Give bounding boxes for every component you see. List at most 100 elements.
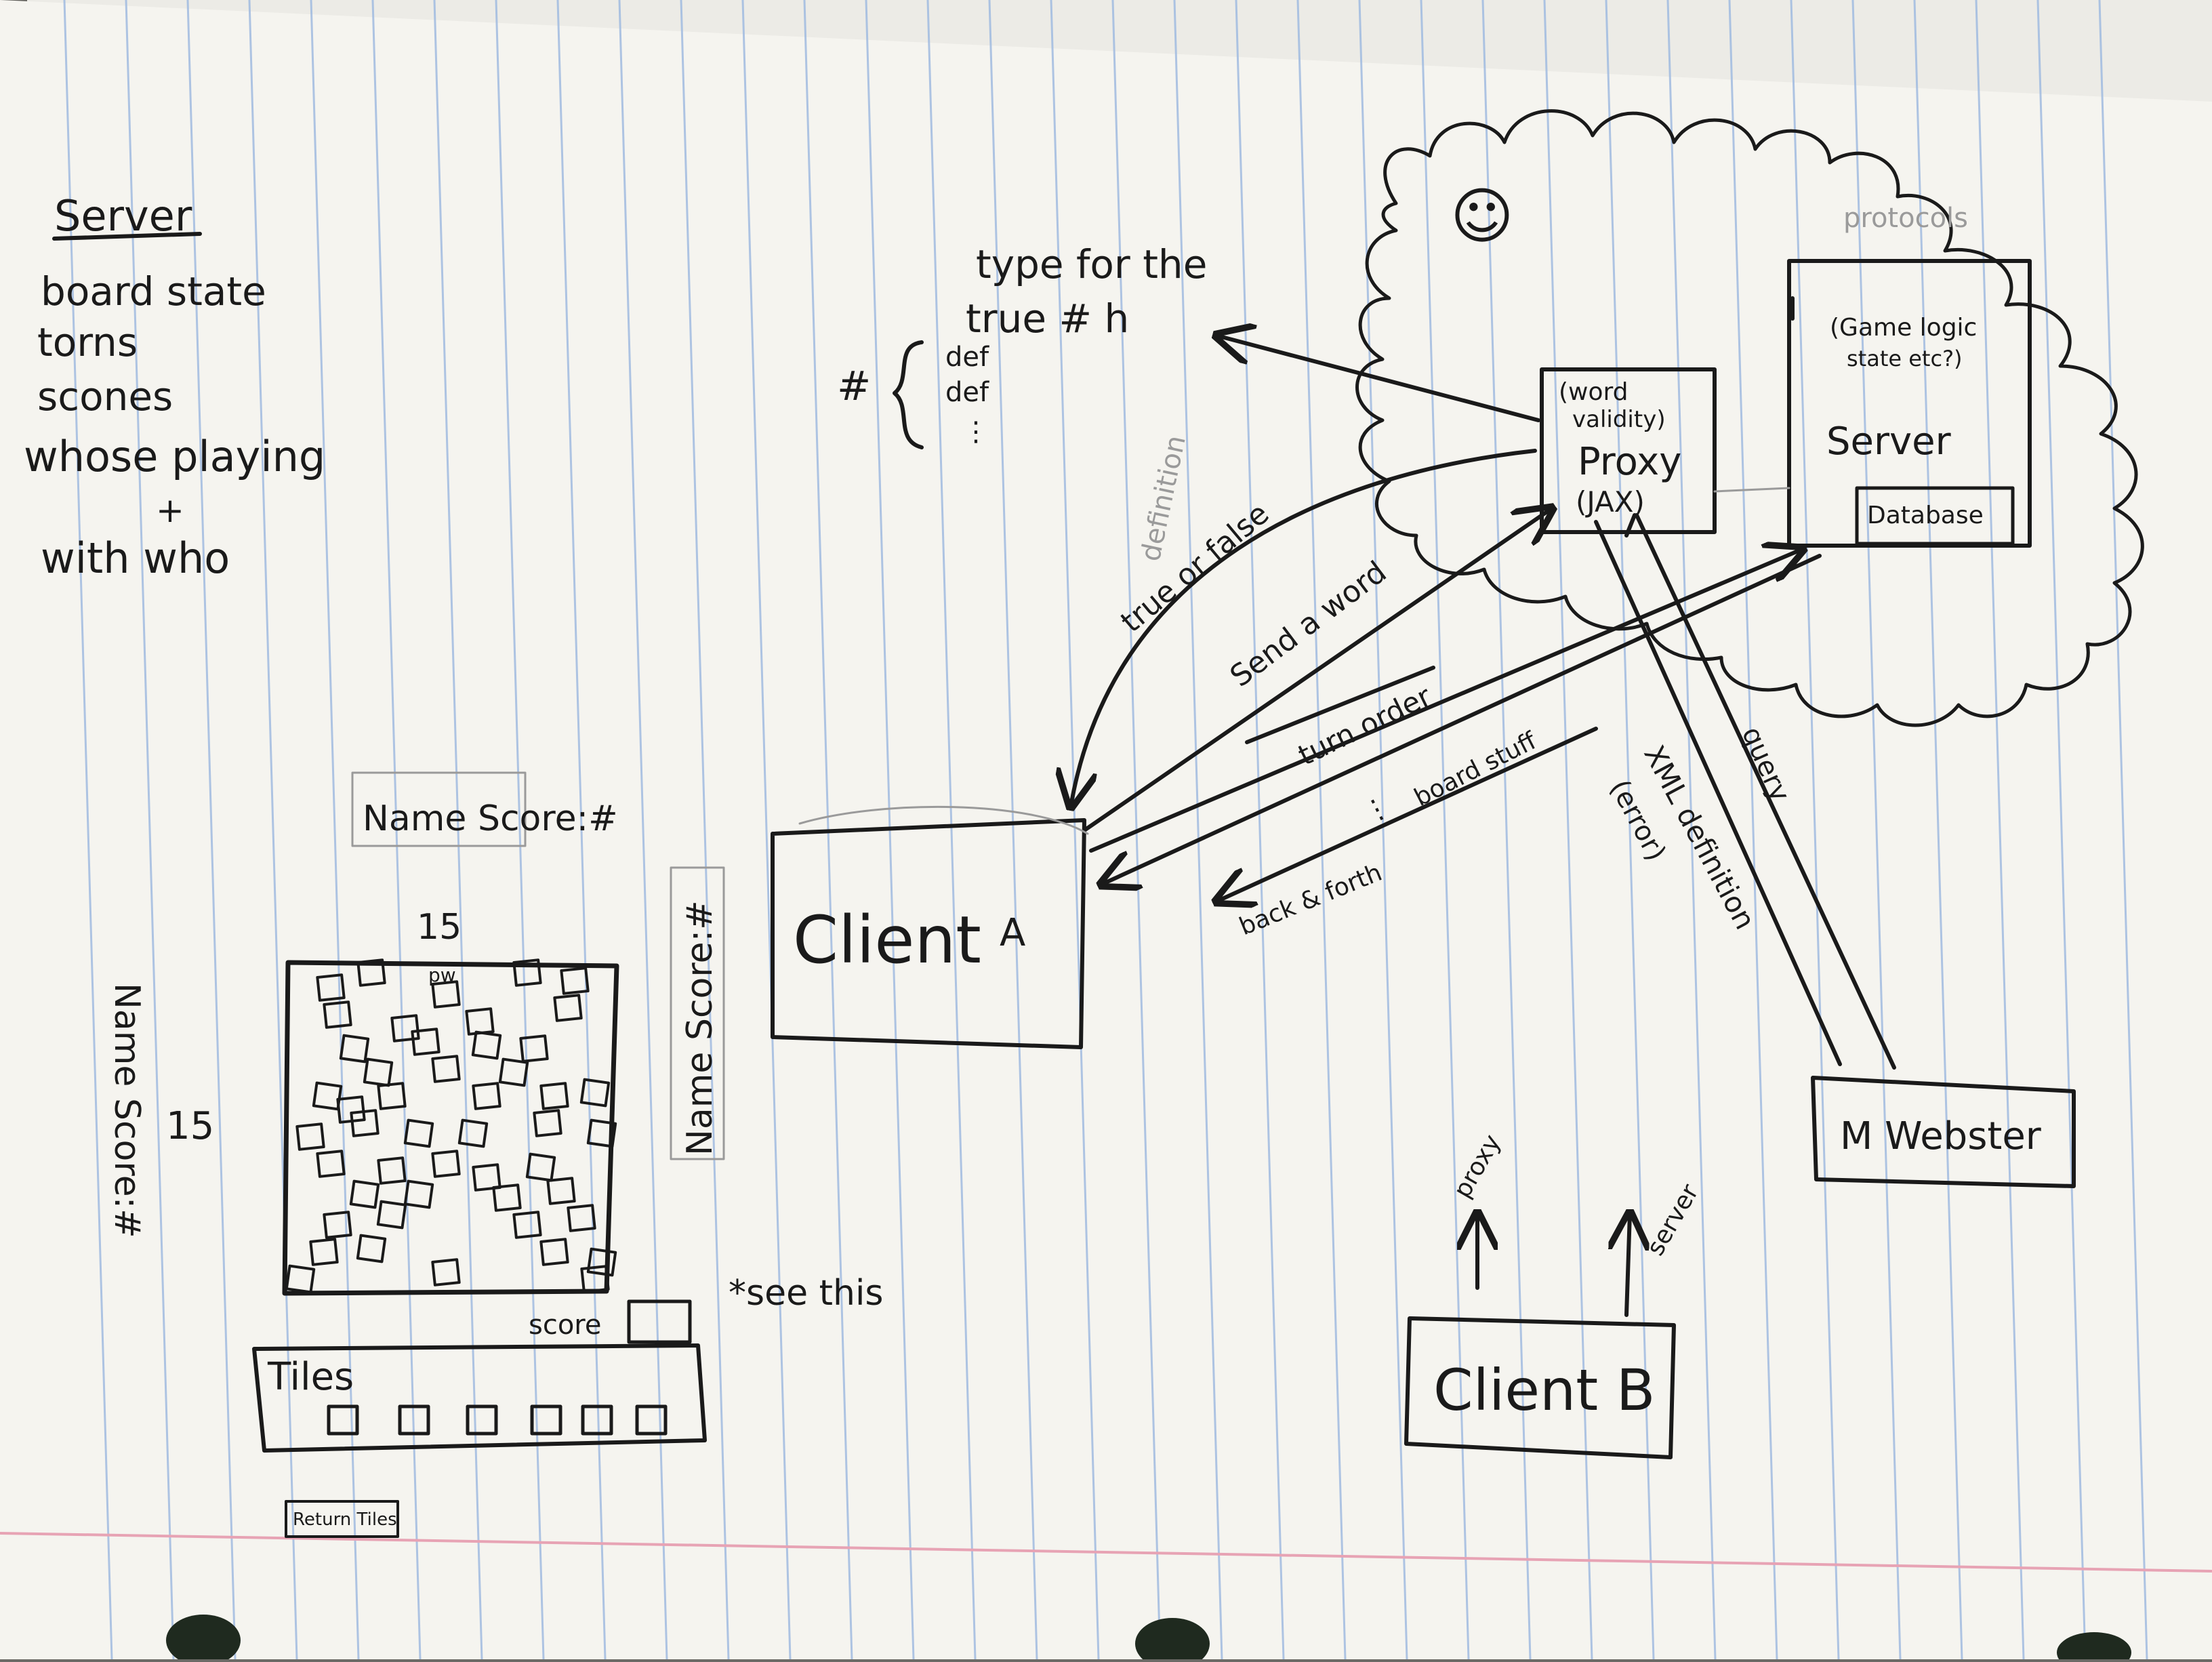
board-square xyxy=(472,1163,501,1192)
board-square xyxy=(339,1034,370,1063)
board-square xyxy=(580,1265,610,1293)
score-label: score xyxy=(529,1310,601,1341)
cloud-outline xyxy=(1355,109,2144,727)
name-score-right: Name Score:# xyxy=(680,900,720,1156)
board-square xyxy=(349,1179,380,1209)
ruled-line xyxy=(495,0,545,1660)
ruled-line xyxy=(1913,0,1963,1660)
board-square xyxy=(350,1109,380,1137)
ruled-line xyxy=(125,0,175,1660)
board-square xyxy=(539,1082,569,1110)
return-tiles-button xyxy=(285,1500,399,1538)
board-square xyxy=(457,1118,489,1148)
ruled-line xyxy=(741,0,792,1660)
board-square xyxy=(586,1247,617,1277)
board-premium-squares xyxy=(285,958,617,1294)
board-square xyxy=(323,1000,352,1029)
def-entry: def xyxy=(945,377,989,408)
ruled-line xyxy=(1851,0,1902,1660)
server-to-client-arrow xyxy=(1101,554,1822,885)
ruled-line xyxy=(1358,0,1408,1660)
client-b-label: Client B xyxy=(1433,1357,1656,1423)
proxy-sub-label: (JAX) xyxy=(1576,485,1645,519)
board-square xyxy=(411,1028,441,1056)
server-notes: Server board state torns scones whose pl… xyxy=(24,191,325,583)
board-square xyxy=(533,1109,562,1137)
ruled-line xyxy=(988,0,1038,1660)
ruled-line xyxy=(556,0,607,1660)
note-item: scones xyxy=(37,373,173,420)
proxy-box: (word validity) Proxy (JAX) xyxy=(1540,367,1717,534)
board-square xyxy=(525,1152,556,1182)
mwebster-box: M Webster xyxy=(1811,1076,2076,1188)
ruled-line xyxy=(1235,0,1285,1660)
game-sketch: Name Score:# 15 Name Score:# Name Score:… xyxy=(106,771,884,1538)
ruled-line xyxy=(186,0,237,1660)
proxy-server-link xyxy=(1713,487,1790,493)
turn-order-line xyxy=(1245,666,1435,744)
board-square xyxy=(376,1200,407,1230)
proxy-label: Proxy xyxy=(1578,440,1681,484)
board-square xyxy=(309,1238,339,1266)
note-item: + xyxy=(156,491,184,530)
board-square xyxy=(519,1034,549,1063)
board-square xyxy=(295,1122,325,1151)
ruled-line xyxy=(2036,0,2087,1660)
ruled-line xyxy=(2098,0,2148,1660)
def-entry: def xyxy=(945,342,989,373)
protocols-label: protocols xyxy=(1843,203,1968,234)
ruled-line xyxy=(371,0,422,1660)
send-word-arrow xyxy=(1082,508,1552,832)
server-box: (Game logic state etc?) Server Database xyxy=(1787,259,2032,548)
board-size-left: 15 xyxy=(166,1104,214,1148)
ruled-line xyxy=(310,0,360,1660)
ruled-line xyxy=(1605,0,1655,1660)
board-square xyxy=(323,1211,352,1239)
heading-underline xyxy=(52,232,202,241)
smiley-icon: ☺ xyxy=(1450,181,1514,252)
database-label: Database xyxy=(1867,502,1984,529)
ruled-line xyxy=(1543,0,1593,1660)
board-square xyxy=(403,1118,434,1148)
ruled-lines xyxy=(63,0,2148,1660)
board-size-top: 15 xyxy=(417,907,462,948)
note-item: with who xyxy=(41,533,230,583)
tile-rack xyxy=(252,1343,707,1453)
ruled-line xyxy=(926,0,977,1660)
mwebster-label: M Webster xyxy=(1840,1114,2042,1158)
name-score-top: Name Score:# xyxy=(363,798,618,839)
webster-to-proxy-line xyxy=(1635,513,1896,1070)
proxy-to-webster-line xyxy=(1594,520,1842,1066)
rack-tile xyxy=(327,1404,359,1436)
arrows xyxy=(1071,336,1896,1317)
rack-tile xyxy=(635,1404,668,1436)
curly-brace xyxy=(893,340,924,449)
hole-punch-middle xyxy=(1135,1618,1210,1662)
board-square xyxy=(586,1118,617,1148)
ruled-line xyxy=(1790,0,1840,1660)
rack-tile xyxy=(398,1404,430,1436)
note-item: whose playing xyxy=(24,432,325,481)
ruled-line xyxy=(1666,0,1717,1660)
server-note-line1: (Game logic xyxy=(1830,314,1977,342)
name-score-left: Name Score:# xyxy=(106,983,147,1238)
server-notes-heading: Server xyxy=(54,191,192,241)
name-score-top-box xyxy=(351,771,527,847)
game-board xyxy=(282,960,619,1296)
board-square xyxy=(431,1055,461,1083)
note-item: torns xyxy=(37,319,138,365)
board-square xyxy=(553,994,583,1022)
board-square xyxy=(560,967,590,995)
board-square xyxy=(472,1082,501,1110)
rack-tile xyxy=(466,1404,498,1436)
board-square xyxy=(512,958,542,987)
board-square xyxy=(579,1078,611,1108)
ruled-line xyxy=(433,0,483,1660)
server-label: Server xyxy=(1826,420,1952,464)
note-item: board state xyxy=(41,268,266,315)
ruled-line xyxy=(618,0,668,1660)
board-square xyxy=(316,973,346,1002)
def-entry: ⋮ xyxy=(962,416,989,447)
rack-tile xyxy=(530,1404,562,1436)
